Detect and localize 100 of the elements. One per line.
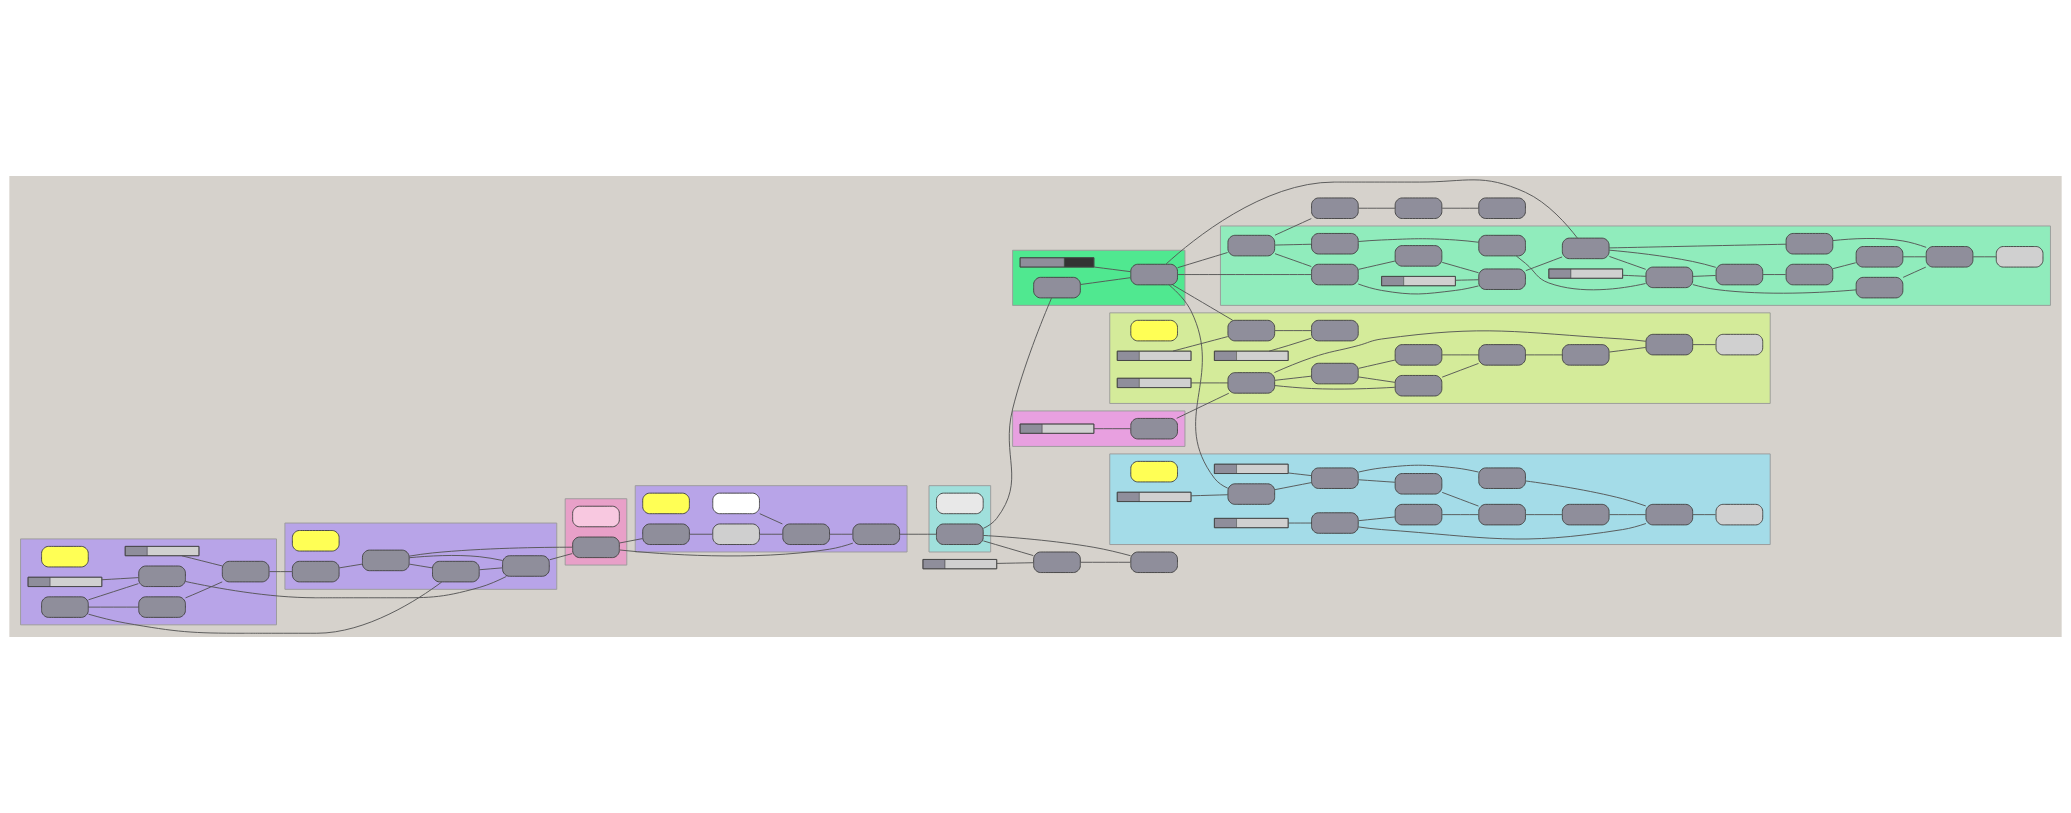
node-box	[1561, 503, 1610, 526]
connector	[1274, 253, 1312, 267]
connector	[1190, 382, 1229, 384]
connector	[1358, 207, 1396, 209]
node-box	[1227, 483, 1276, 505]
connector	[1902, 266, 1927, 278]
connector	[982, 540, 1034, 557]
node-box	[1394, 473, 1443, 495]
connector	[87, 583, 139, 601]
node-box	[1855, 276, 1904, 299]
node-box	[1311, 319, 1359, 342]
node-box	[1478, 268, 1526, 290]
connector	[1357, 238, 1480, 243]
node-box	[1925, 246, 1974, 268]
node-box	[1785, 233, 1834, 255]
node-box	[1645, 266, 1694, 289]
node-box	[41, 596, 89, 618]
connector	[1441, 514, 1479, 516]
node-box	[1478, 467, 1526, 489]
cluster	[634, 485, 908, 553]
connector	[1692, 514, 1717, 516]
node-box	[852, 523, 901, 545]
connector	[1608, 249, 1717, 268]
node-box	[712, 492, 760, 515]
connector	[1172, 284, 1234, 321]
node-box	[1645, 333, 1694, 356]
connector	[1190, 494, 1229, 497]
node-box	[572, 505, 620, 528]
node-box	[1394, 503, 1443, 526]
connector	[1274, 385, 1396, 390]
connector	[1176, 392, 1230, 419]
node-box	[1478, 234, 1526, 257]
connector	[1441, 261, 1479, 274]
cluster	[1220, 225, 2051, 306]
connector	[1358, 376, 1396, 383]
connector	[1357, 283, 1480, 295]
connector	[1274, 330, 1647, 373]
node-box	[572, 536, 620, 559]
connector	[759, 533, 783, 535]
connector	[88, 581, 443, 634]
node-box	[432, 560, 480, 583]
connector	[185, 575, 507, 599]
connector	[1093, 266, 1132, 273]
node-box	[1033, 276, 1081, 299]
node-box	[642, 492, 690, 515]
connector	[1525, 480, 1647, 507]
connector	[1274, 218, 1312, 236]
node-box	[936, 492, 984, 515]
connector	[1692, 284, 1857, 294]
connector	[1274, 482, 1312, 491]
node-box	[1785, 263, 1834, 286]
connector	[1274, 375, 1312, 381]
node-box	[1561, 344, 1610, 366]
connector	[1177, 274, 1312, 275]
node-box	[1033, 551, 1081, 573]
connector	[408, 546, 573, 557]
cluster	[1109, 453, 1771, 545]
node-box	[138, 565, 186, 588]
connector	[408, 555, 503, 561]
cluster	[20, 538, 277, 626]
node-box	[1311, 197, 1359, 219]
node-box	[642, 523, 690, 545]
connector	[1441, 362, 1479, 378]
node-box	[936, 523, 984, 545]
node-box	[1311, 467, 1359, 489]
connector	[549, 553, 573, 561]
connector	[1902, 256, 1927, 258]
connector	[829, 533, 853, 535]
connector	[982, 297, 1052, 529]
connector	[338, 563, 363, 569]
connector	[1172, 336, 1229, 352]
connector	[1358, 464, 1479, 473]
node-box	[1995, 246, 2044, 268]
cluster	[1012, 410, 1186, 447]
node-box	[502, 555, 550, 577]
node-box	[1478, 503, 1526, 526]
connector	[1762, 274, 1787, 275]
connector	[1168, 284, 1229, 489]
node-box	[1855, 246, 1904, 268]
node-box	[291, 530, 340, 552]
connector	[1525, 354, 1563, 356]
connector	[1268, 337, 1312, 352]
connector	[1080, 561, 1131, 563]
node-box	[1227, 234, 1276, 257]
node-box	[1130, 263, 1178, 286]
node-box	[1130, 417, 1178, 440]
connector	[268, 571, 293, 573]
connector	[759, 513, 783, 525]
node-box	[1394, 344, 1443, 366]
node-box	[1227, 319, 1276, 342]
cluster	[928, 485, 992, 553]
node-box	[362, 549, 410, 572]
node-box	[712, 523, 760, 545]
connector	[1972, 256, 1997, 258]
node-box	[138, 596, 186, 618]
connector	[409, 563, 433, 569]
connector	[982, 534, 1132, 557]
connector	[181, 555, 223, 567]
connector	[1358, 516, 1396, 522]
node-box	[221, 560, 270, 583]
